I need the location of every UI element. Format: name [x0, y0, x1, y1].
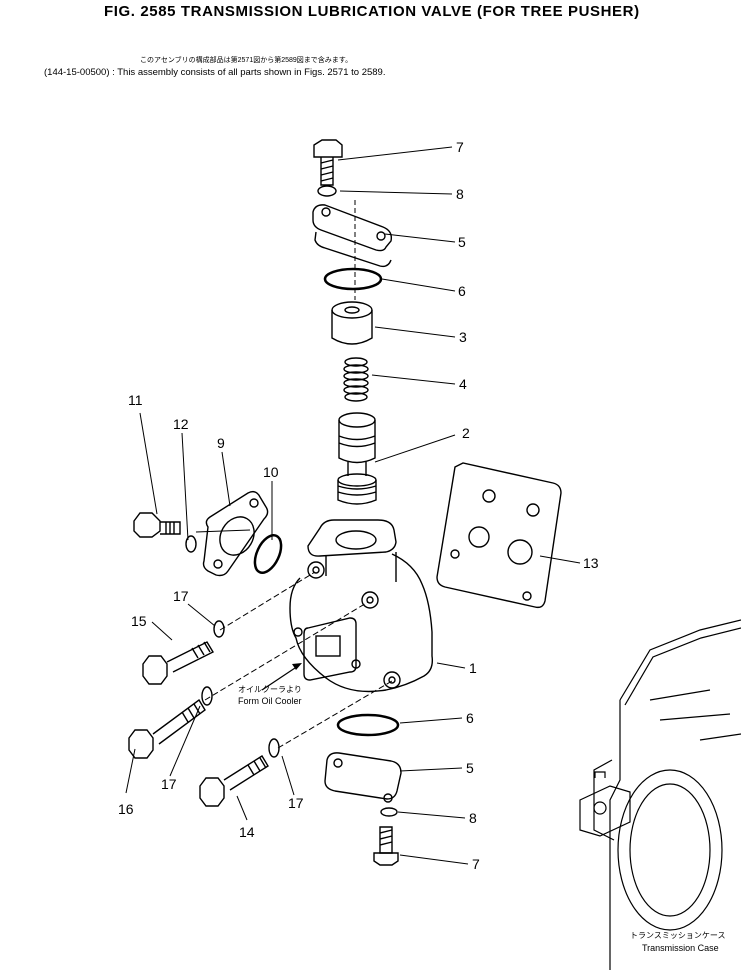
callout-15: 15: [131, 613, 147, 629]
spring: [343, 357, 369, 402]
bolt-16: [128, 698, 206, 759]
transmission-case-label-jp: トランスミッションケース: [630, 931, 725, 940]
callout-5-top: 5: [458, 234, 466, 250]
o-ring-flange: [253, 534, 283, 574]
spool: [337, 412, 377, 505]
bolt-15: [142, 641, 214, 685]
callout-7-bottom: 7: [472, 856, 480, 872]
callout-4: 4: [459, 376, 467, 392]
oil-flow-arrow: [261, 663, 302, 691]
callout-labels: 7 8 5 6 3 4 2 13 1 6 5 8 7 11 12 9 10 17…: [118, 139, 599, 872]
callout-8-top: 8: [456, 186, 464, 202]
callout-1: 1: [469, 660, 477, 676]
callout-5-bottom: 5: [466, 760, 474, 776]
assembly-note: (144-15-00500) : This assembly consists …: [44, 67, 386, 78]
callout-6-bottom: 6: [466, 710, 474, 726]
callout-16: 16: [118, 801, 134, 817]
gasket: [436, 462, 562, 609]
callout-6-top: 6: [458, 283, 466, 299]
lock-washer-top: [317, 185, 337, 197]
callout-11: 11: [128, 392, 143, 408]
flange: [202, 490, 269, 577]
washer-17-lower: [268, 738, 280, 758]
cover-plate-top: [312, 204, 393, 268]
callout-2: 2: [462, 425, 470, 441]
bolt-11: [133, 512, 181, 538]
leader-lines: [125, 146, 581, 865]
callout-12: 12: [173, 416, 189, 432]
o-ring-bottom: [336, 713, 400, 737]
callout-17-upper: 17: [173, 588, 189, 604]
washer-12: [185, 535, 197, 553]
transmission-case-label: Transmission Case: [642, 943, 719, 953]
callout-17-lower: 17: [288, 795, 304, 811]
oil-cooler-label: Form Oil Cooler: [238, 696, 302, 706]
valve-body: [289, 519, 434, 693]
assembly-note-jp: このアセンブリの構成部品は第2571図から第2589図まで含みます。: [140, 57, 353, 64]
callout-3: 3: [459, 329, 467, 345]
callout-13: 13: [583, 555, 599, 571]
bolt-bottom: [373, 826, 399, 866]
callout-10: 10: [263, 464, 279, 480]
cover-plate-bottom: [324, 752, 402, 803]
bolt-top: [313, 139, 343, 186]
o-ring-top: [323, 267, 383, 291]
callout-8-bottom: 8: [469, 810, 477, 826]
transmission-case: [579, 619, 741, 970]
callout-17-middle: 17: [161, 776, 177, 792]
lock-washer-bottom: [380, 807, 398, 817]
callout-14: 14: [239, 824, 255, 840]
callout-9: 9: [217, 435, 225, 451]
washer-17-middle: [201, 686, 213, 706]
oil-cooler-label-jp: オイルクーラより: [238, 685, 302, 694]
bolt-14: [199, 755, 269, 807]
figure-title: FIG. 2585 TRANSMISSION LUBRICATION VALVE…: [104, 3, 640, 20]
callout-7-top: 7: [456, 139, 464, 155]
sleeve: [331, 301, 373, 345]
washer-17-upper: [213, 620, 225, 638]
